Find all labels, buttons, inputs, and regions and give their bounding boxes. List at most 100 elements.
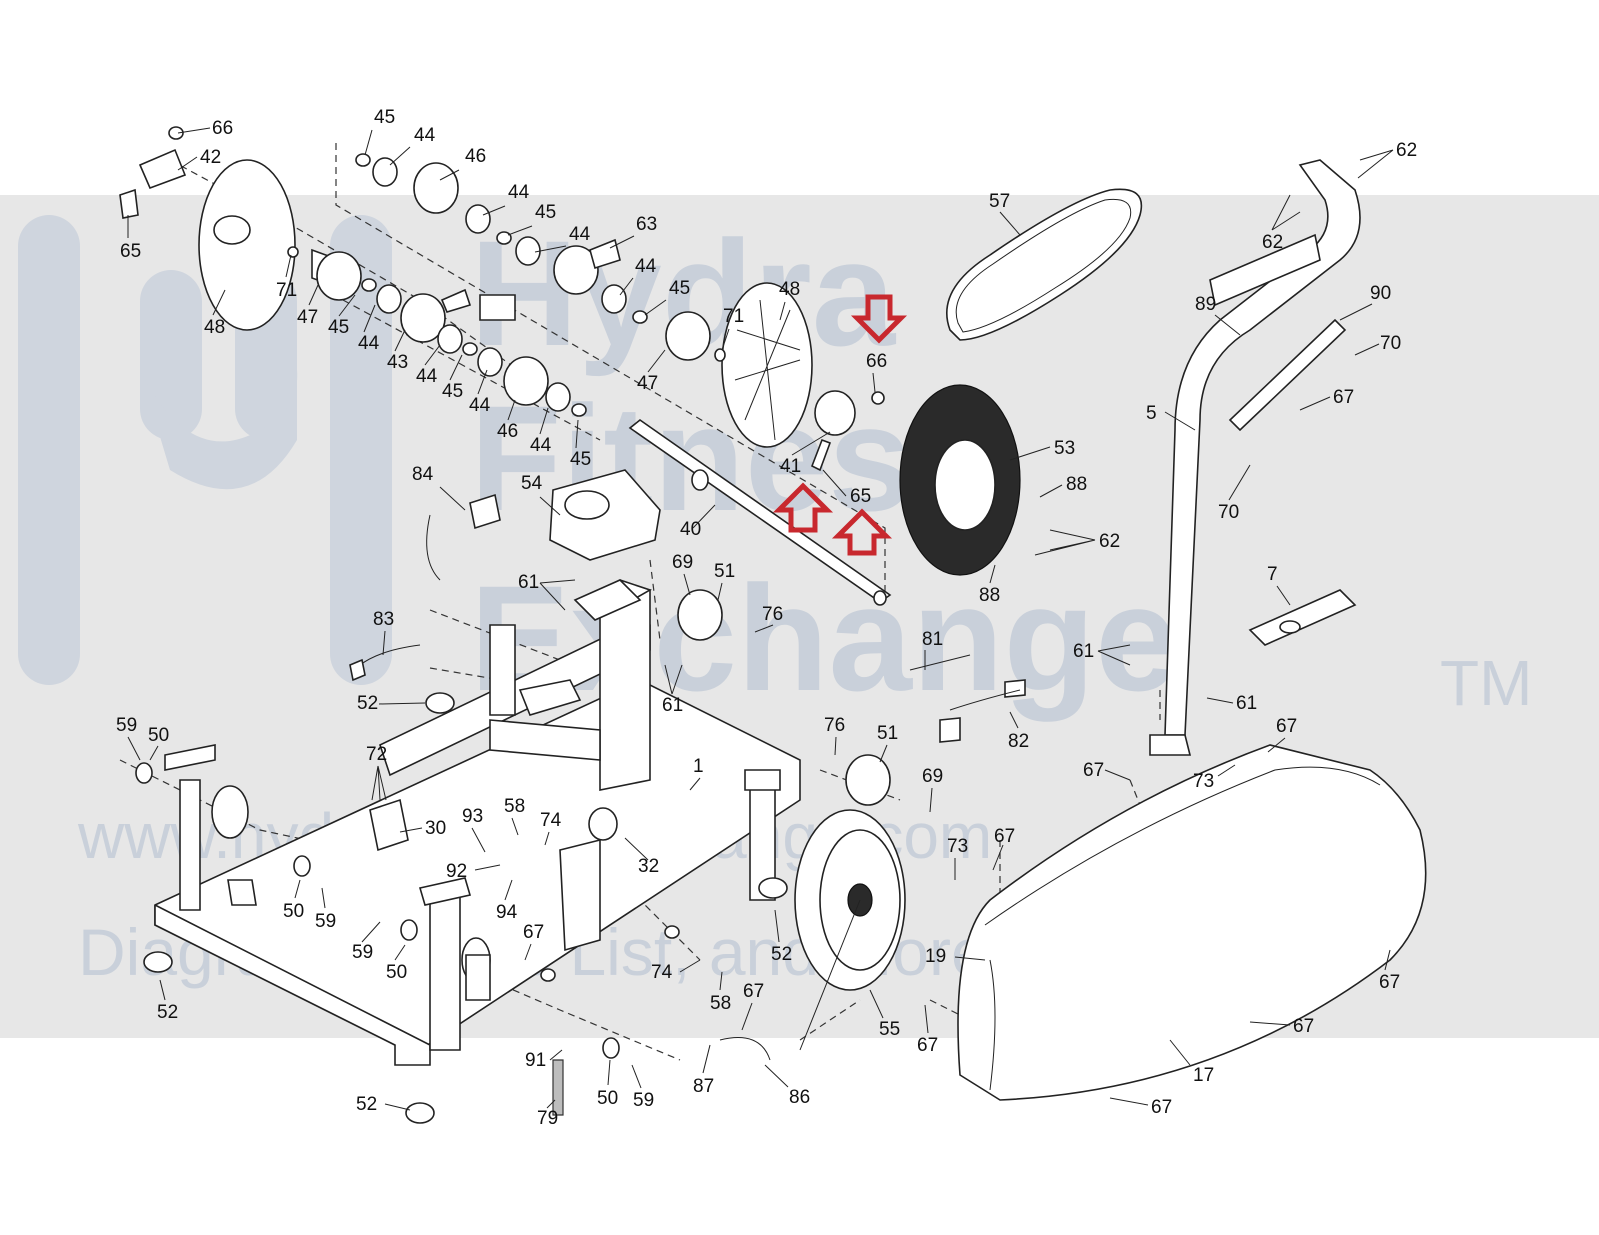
callout-62: 62 xyxy=(1099,531,1120,552)
callout-44: 44 xyxy=(414,125,436,146)
callout-50: 50 xyxy=(386,962,407,983)
callout-70: 70 xyxy=(1380,333,1401,354)
callout-59: 59 xyxy=(633,1090,654,1111)
callout-48: 48 xyxy=(204,317,225,338)
callout-67: 67 xyxy=(994,826,1015,847)
callout-67: 67 xyxy=(1083,760,1104,781)
callout-45: 45 xyxy=(570,449,591,470)
callout-65: 65 xyxy=(120,241,141,262)
callout-52: 52 xyxy=(356,1094,377,1115)
callout-67: 67 xyxy=(1151,1097,1172,1118)
callout-7: 7 xyxy=(1267,564,1278,585)
callout-61: 61 xyxy=(1236,693,1257,714)
callout-81: 81 xyxy=(922,629,943,650)
callout-59: 59 xyxy=(116,715,137,736)
callout-51: 51 xyxy=(714,561,735,582)
callout-83: 83 xyxy=(373,609,394,630)
callout-62: 62 xyxy=(1396,140,1417,161)
callout-59: 59 xyxy=(315,911,336,932)
callout-72: 72 xyxy=(366,744,387,765)
drive-belt xyxy=(946,188,1143,341)
callout-45: 45 xyxy=(535,202,556,223)
callout-61: 61 xyxy=(662,695,683,716)
callout-71: 71 xyxy=(276,280,297,301)
callout-50: 50 xyxy=(283,901,304,922)
callout-45: 45 xyxy=(374,107,395,128)
callout-66: 66 xyxy=(212,118,233,139)
callout-44: 44 xyxy=(635,256,657,277)
callout-47: 47 xyxy=(297,307,318,328)
callout-53: 53 xyxy=(1054,438,1075,459)
leader-lines xyxy=(127,127,1394,1111)
callout-51: 51 xyxy=(877,723,898,744)
callout-91: 91 xyxy=(525,1050,546,1071)
callout-47: 47 xyxy=(637,373,658,394)
callout-44: 44 xyxy=(469,395,491,416)
callout-44: 44 xyxy=(416,366,438,387)
callout-65: 65 xyxy=(850,486,871,507)
callout-74: 74 xyxy=(651,962,673,983)
callout-57: 57 xyxy=(989,191,1010,212)
callout-86: 86 xyxy=(789,1087,810,1108)
callout-52: 52 xyxy=(357,693,378,714)
callout-59: 59 xyxy=(352,942,373,963)
callout-19: 19 xyxy=(925,946,946,967)
callout-46: 46 xyxy=(465,146,486,167)
callout-43: 43 xyxy=(387,352,408,373)
callout-5: 5 xyxy=(1146,403,1157,424)
callout-44: 44 xyxy=(508,182,530,203)
callout-61: 61 xyxy=(1073,641,1094,662)
callout-67: 67 xyxy=(743,981,764,1002)
callout-1: 1 xyxy=(693,756,704,777)
callout-66: 66 xyxy=(866,351,887,372)
callout-41: 41 xyxy=(780,456,801,477)
callout-67: 67 xyxy=(1333,387,1354,408)
watermark-logo xyxy=(18,215,392,685)
callout-52: 52 xyxy=(157,1002,178,1023)
callout-44: 44 xyxy=(358,333,380,354)
callout-67: 67 xyxy=(523,922,544,943)
highlight-arrows xyxy=(772,294,908,556)
callout-42: 42 xyxy=(200,147,221,168)
callout-67: 67 xyxy=(1293,1016,1314,1037)
callout-87: 87 xyxy=(693,1076,714,1097)
rear-shroud xyxy=(957,744,1427,1101)
callout-40: 40 xyxy=(680,519,701,540)
highlight-arrow-up-left xyxy=(772,482,834,533)
callout-58: 58 xyxy=(504,796,525,817)
callout-79: 79 xyxy=(537,1108,558,1129)
callout-71: 71 xyxy=(723,306,744,327)
callout-labels: 66 42 65 48 71 45 44 46 44 45 44 63 44 4… xyxy=(116,107,1417,1129)
callout-94: 94 xyxy=(496,902,518,923)
callout-93: 93 xyxy=(462,806,483,827)
callout-76: 76 xyxy=(824,715,845,736)
small-parts xyxy=(135,288,1026,1124)
callout-67: 67 xyxy=(917,1035,938,1056)
highlight-arrow-down xyxy=(850,294,908,344)
callout-73: 73 xyxy=(947,836,968,857)
callout-58: 58 xyxy=(710,993,731,1014)
callout-45: 45 xyxy=(669,278,690,299)
callout-92: 92 xyxy=(446,861,467,882)
watermark-trademark: TM xyxy=(1440,647,1532,719)
resistance-wheel xyxy=(794,809,906,1051)
callout-89: 89 xyxy=(1195,294,1216,315)
callout-61: 61 xyxy=(518,572,539,593)
callout-50: 50 xyxy=(597,1088,618,1109)
callout-50: 50 xyxy=(148,725,169,746)
callout-63: 63 xyxy=(636,214,657,235)
callout-46: 46 xyxy=(497,421,518,442)
callout-84: 84 xyxy=(412,464,434,485)
callout-44: 44 xyxy=(530,435,552,456)
callout-32: 32 xyxy=(638,856,659,877)
callout-67: 67 xyxy=(1276,716,1297,737)
callout-74: 74 xyxy=(540,810,562,831)
callout-45: 45 xyxy=(328,317,349,338)
highlight-arrow-up-right xyxy=(831,508,893,556)
callout-88: 88 xyxy=(1066,474,1087,495)
watermark-brand-line3: Exchange xyxy=(470,554,1179,722)
callout-55: 55 xyxy=(879,1019,900,1040)
callout-48: 48 xyxy=(779,279,800,300)
callout-90: 90 xyxy=(1370,283,1391,304)
callout-45: 45 xyxy=(442,381,463,402)
